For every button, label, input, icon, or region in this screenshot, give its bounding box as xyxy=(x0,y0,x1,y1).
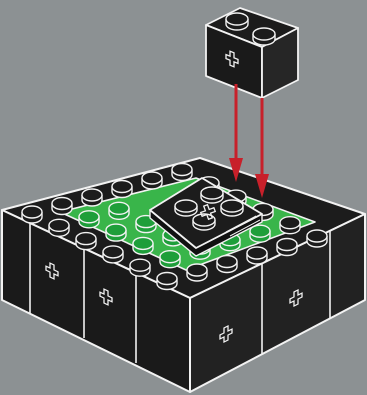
stud-black xyxy=(221,200,243,216)
stud-black xyxy=(82,189,102,206)
stud-black xyxy=(201,187,223,203)
stud-black xyxy=(76,233,96,250)
stud-black xyxy=(49,219,69,236)
stud-black xyxy=(187,264,207,281)
stud-green xyxy=(109,202,129,219)
stud-black xyxy=(103,246,123,263)
stud-black xyxy=(142,172,162,189)
stud-green xyxy=(160,251,180,268)
stud-black xyxy=(22,206,42,223)
stud-green xyxy=(106,224,126,241)
floating-brick xyxy=(206,8,298,98)
stud-green xyxy=(133,237,153,254)
stud-black xyxy=(175,200,197,216)
stud-green xyxy=(79,211,99,228)
stud-black xyxy=(247,247,267,264)
stud-black xyxy=(112,181,132,198)
stud-black xyxy=(157,273,177,290)
stud-black xyxy=(52,198,72,215)
stud-black xyxy=(253,28,275,45)
arrow-left xyxy=(229,84,243,182)
stud-black xyxy=(172,164,192,181)
stud-black xyxy=(307,230,327,247)
stud-black xyxy=(130,259,150,276)
stud-black xyxy=(217,256,237,273)
stud-black xyxy=(226,13,248,30)
stud-black xyxy=(277,239,297,256)
stud-black xyxy=(280,217,300,234)
stud-green xyxy=(250,225,270,242)
